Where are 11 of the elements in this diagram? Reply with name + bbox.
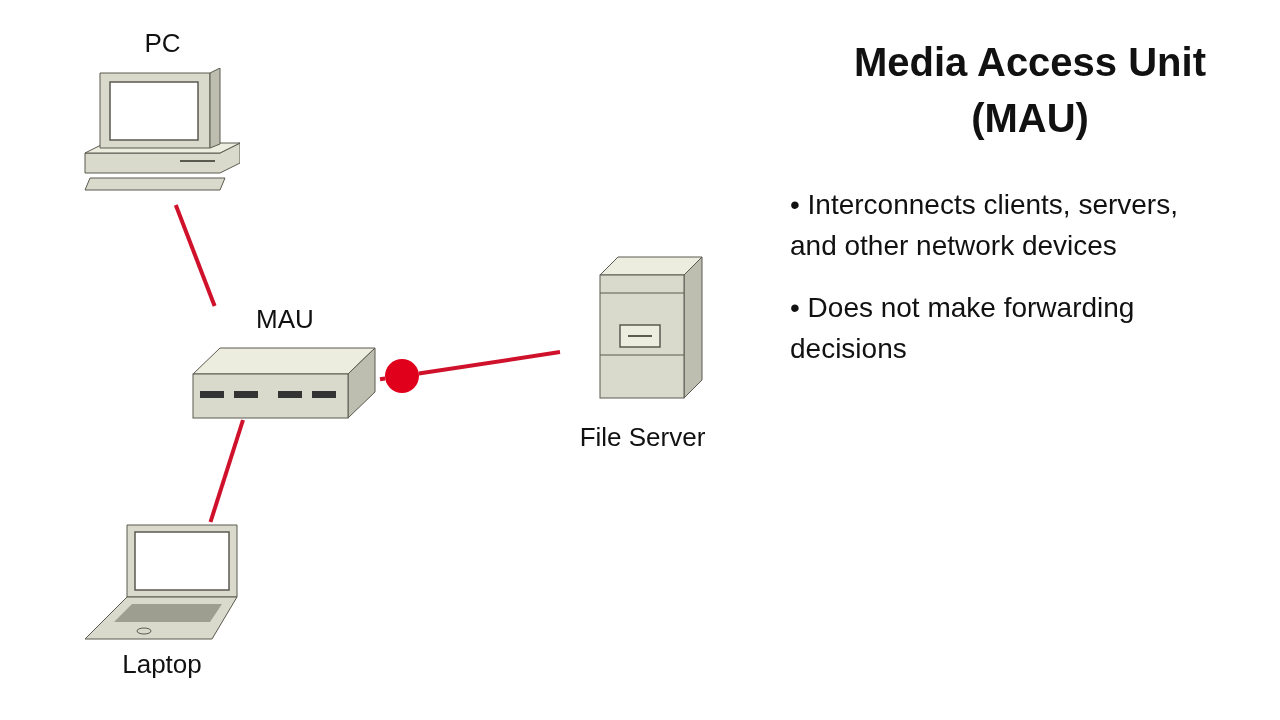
device-label: File Server (578, 424, 707, 450)
cable-line (208, 419, 245, 523)
device-label: MAU (255, 306, 315, 332)
cable-line (418, 350, 561, 376)
bullet-text: • Does not make forwarding decisions (790, 291, 1136, 366)
device-label: Laptop (121, 651, 203, 677)
cable-line (173, 204, 217, 307)
slide-title: Media Access Unit (MAU) (853, 39, 1207, 142)
cable-line (379, 376, 386, 382)
device-label: PC (143, 30, 182, 56)
bullet-text: • Interconnects clients, servers, and other network devices (790, 188, 1179, 263)
